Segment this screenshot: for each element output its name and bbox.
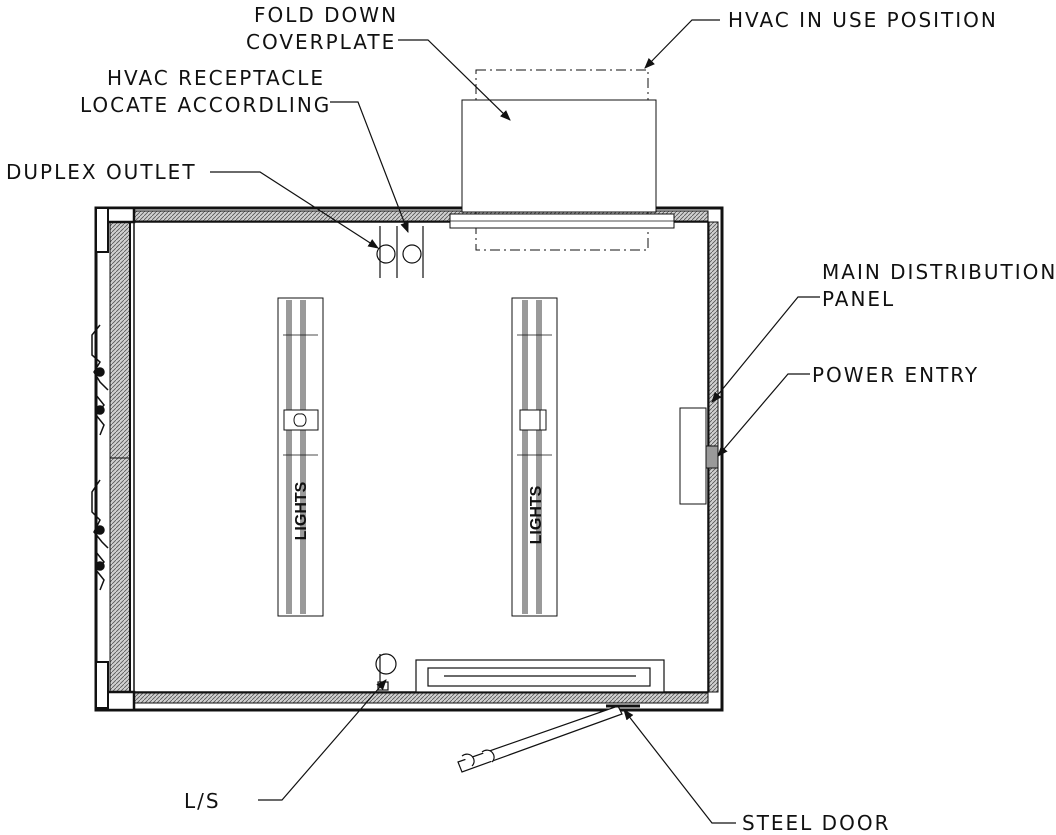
steel-door-label: STEEL DOOR [742, 811, 891, 835]
duplex-outlet-label: DUPLEX OUTLET [6, 160, 197, 184]
interior-bench [415, 659, 665, 693]
lights-left-label: LIGHTS [293, 481, 310, 541]
left-wall-insulation [109, 221, 131, 693]
main-distribution-label: MAIN DISTRIBUTION [822, 260, 1056, 284]
duplex-outlet-symbol [376, 244, 396, 264]
outer-wall [94, 206, 724, 712]
power-entry-box [705, 445, 719, 469]
shelter-walls [94, 206, 724, 712]
coverplate-label: COVERPLATE [246, 30, 397, 54]
light-switch [375, 653, 397, 691]
fold-down-coverplate [461, 99, 657, 213]
left-hinge-hardware [91, 324, 109, 591]
light-fixture-left [277, 297, 324, 617]
lights-right-label: LIGHTS [528, 485, 545, 545]
outlets [376, 226, 424, 278]
hvac-receptacle-label: HVAC RECEPTACLE [107, 66, 326, 90]
locate-accordling-label: LOCATE ACCORDLING [80, 93, 332, 117]
hvac-receptacle-symbol-1 [402, 244, 422, 264]
fold-down-label: FOLD DOWN [254, 3, 399, 27]
main-distribution-panel [679, 407, 719, 505]
hvac-in-use-label: HVAC IN USE POSITION [728, 8, 998, 32]
power-entry-label: POWER ENTRY [812, 363, 980, 387]
light-fixture-right [511, 297, 558, 617]
hvac-unit [449, 69, 675, 251]
panel-label: PANEL [822, 287, 896, 311]
steel-door-swing [457, 704, 640, 773]
inner-wall [133, 221, 709, 693]
bottom-wall-insulation [133, 692, 709, 704]
ls-label: L/S [184, 789, 221, 813]
leader-lines [210, 19, 820, 824]
